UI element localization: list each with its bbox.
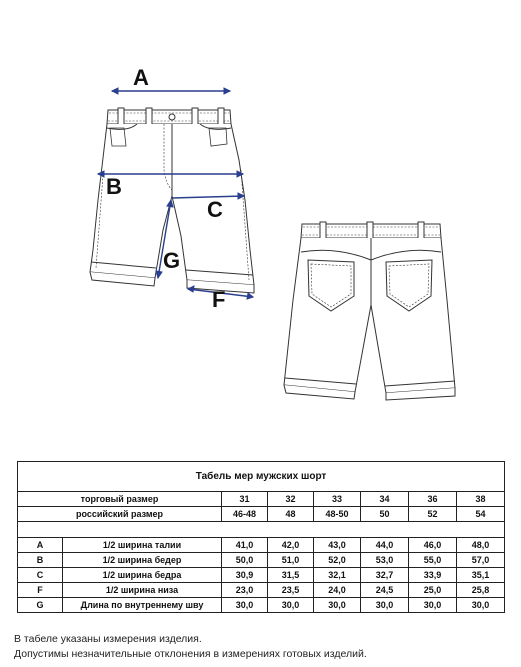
size-chart-table: Табель мер мужских шорт торговый размер … bbox=[16, 461, 506, 613]
measure-code: C bbox=[17, 567, 63, 583]
measure-label-b: B bbox=[106, 174, 122, 199]
measure-value: 35,1 bbox=[455, 567, 506, 583]
measure-value: 43,0 bbox=[313, 537, 361, 553]
table-row: C 1/2 ширина бедра 30,9 31,5 32,1 32,7 3… bbox=[17, 567, 506, 583]
measure-value: 31,5 bbox=[267, 567, 314, 583]
shorts-front-view bbox=[89, 107, 255, 294]
table-title: Табель мер мужских шорт bbox=[16, 461, 506, 492]
measure-value: 23,5 bbox=[267, 582, 314, 598]
measure-value: 52,0 bbox=[313, 552, 361, 568]
ru-size-cell: 48 bbox=[267, 506, 314, 522]
measure-label-c: C bbox=[207, 197, 223, 222]
note-tolerance: Допустимы незначительные отклонения в из… bbox=[14, 648, 367, 660]
size-row: торговый размер 31 32 33 34 36 38 bbox=[17, 491, 506, 507]
ru-size-cell: 46-48 bbox=[221, 506, 268, 522]
measure-value: 23,0 bbox=[221, 582, 268, 598]
measure-code: B bbox=[17, 552, 63, 568]
measure-label-f: F bbox=[212, 287, 225, 312]
arrowhead bbox=[237, 192, 246, 200]
measure-name: 1/2 ширина бедер bbox=[62, 552, 222, 568]
measure-value: 30,0 bbox=[455, 597, 506, 613]
measure-value: 24,5 bbox=[360, 582, 409, 598]
measure-name: 1/2 ширина талии bbox=[62, 537, 222, 553]
ru-size-cell: 54 bbox=[455, 506, 506, 522]
size-cell: 34 bbox=[360, 491, 409, 507]
size-cell: 36 bbox=[408, 491, 457, 507]
measure-value: 53,0 bbox=[360, 552, 409, 568]
table-row: B 1/2 ширина бедер 50,0 51,0 52,0 53,0 5… bbox=[17, 552, 506, 568]
measure-value: 30,0 bbox=[408, 597, 457, 613]
measure-value: 41,0 bbox=[221, 537, 268, 553]
measure-value: 57,0 bbox=[455, 552, 506, 568]
ru-size-row-label: российский размер bbox=[17, 506, 222, 522]
arrowhead bbox=[110, 87, 119, 95]
note-measurements: В табеле указаны измерения изделия. bbox=[14, 633, 202, 645]
measure-value: 32,7 bbox=[360, 567, 409, 583]
measure-label-g: G bbox=[163, 248, 180, 273]
measure-value: 24,0 bbox=[313, 582, 361, 598]
size-cell: 33 bbox=[313, 491, 361, 507]
measure-line-c bbox=[171, 195, 245, 199]
measure-label-a: A bbox=[133, 65, 149, 90]
arrowhead bbox=[223, 87, 232, 95]
measure-value: 48,0 bbox=[455, 537, 506, 553]
ru-size-cell: 48-50 bbox=[313, 506, 361, 522]
shorts-back-view bbox=[283, 221, 456, 401]
measure-value: 25,8 bbox=[455, 582, 506, 598]
measure-value: 44,0 bbox=[360, 537, 409, 553]
size-cell: 38 bbox=[455, 491, 506, 507]
size-cell: 31 bbox=[221, 491, 268, 507]
table-row: A 1/2 ширина талии 41,0 42,0 43,0 44,0 4… bbox=[17, 537, 506, 553]
measure-value: 30,9 bbox=[221, 567, 268, 583]
ru-size-cell: 50 bbox=[360, 506, 409, 522]
arrowhead bbox=[236, 170, 245, 178]
measure-value: 42,0 bbox=[267, 537, 314, 553]
ru-size-row: российский размер 46-48 48 48-50 50 52 5… bbox=[17, 506, 506, 522]
measure-value: 46,0 bbox=[408, 537, 457, 553]
measure-value: 30,0 bbox=[267, 597, 314, 613]
arrowhead bbox=[166, 198, 174, 208]
ru-size-cell: 52 bbox=[408, 506, 457, 522]
table-row: G Длина по внутреннему шву 30,0 30,0 30,… bbox=[17, 597, 506, 613]
measure-code: A bbox=[17, 537, 63, 553]
measure-value: 55,0 bbox=[408, 552, 457, 568]
measure-value: 30,0 bbox=[313, 597, 361, 613]
measure-line-g bbox=[157, 199, 172, 279]
measure-name: Длина по внутреннему шву bbox=[62, 597, 222, 613]
table-spacer bbox=[16, 521, 506, 538]
arrowhead bbox=[186, 285, 195, 293]
measure-value: 30,0 bbox=[360, 597, 409, 613]
measure-line-f bbox=[187, 288, 254, 298]
size-cell: 32 bbox=[267, 491, 314, 507]
measure-code: F bbox=[17, 582, 63, 598]
arrowhead bbox=[96, 170, 105, 178]
measure-value: 30,0 bbox=[221, 597, 268, 613]
measure-name: 1/2 ширина низа bbox=[62, 582, 222, 598]
measure-code: G bbox=[17, 597, 63, 613]
arrowhead bbox=[246, 292, 255, 300]
measure-name: 1/2 ширина бедра bbox=[62, 567, 222, 583]
shorts-technical-drawing: A B C G F bbox=[89, 65, 456, 401]
measure-value: 50,0 bbox=[221, 552, 268, 568]
measure-value: 25,0 bbox=[408, 582, 457, 598]
measure-value: 32,1 bbox=[313, 567, 361, 583]
measure-value: 51,0 bbox=[267, 552, 314, 568]
notes: В табеле указаны измерения изделия. Допу… bbox=[14, 632, 367, 662]
size-row-label: торговый размер bbox=[17, 491, 222, 507]
arrowhead bbox=[155, 270, 163, 280]
table-row: F 1/2 ширина низа 23,0 23,5 24,0 24,5 25… bbox=[17, 582, 506, 598]
table-spacer-row bbox=[16, 521, 506, 538]
measure-value: 33,9 bbox=[408, 567, 457, 583]
